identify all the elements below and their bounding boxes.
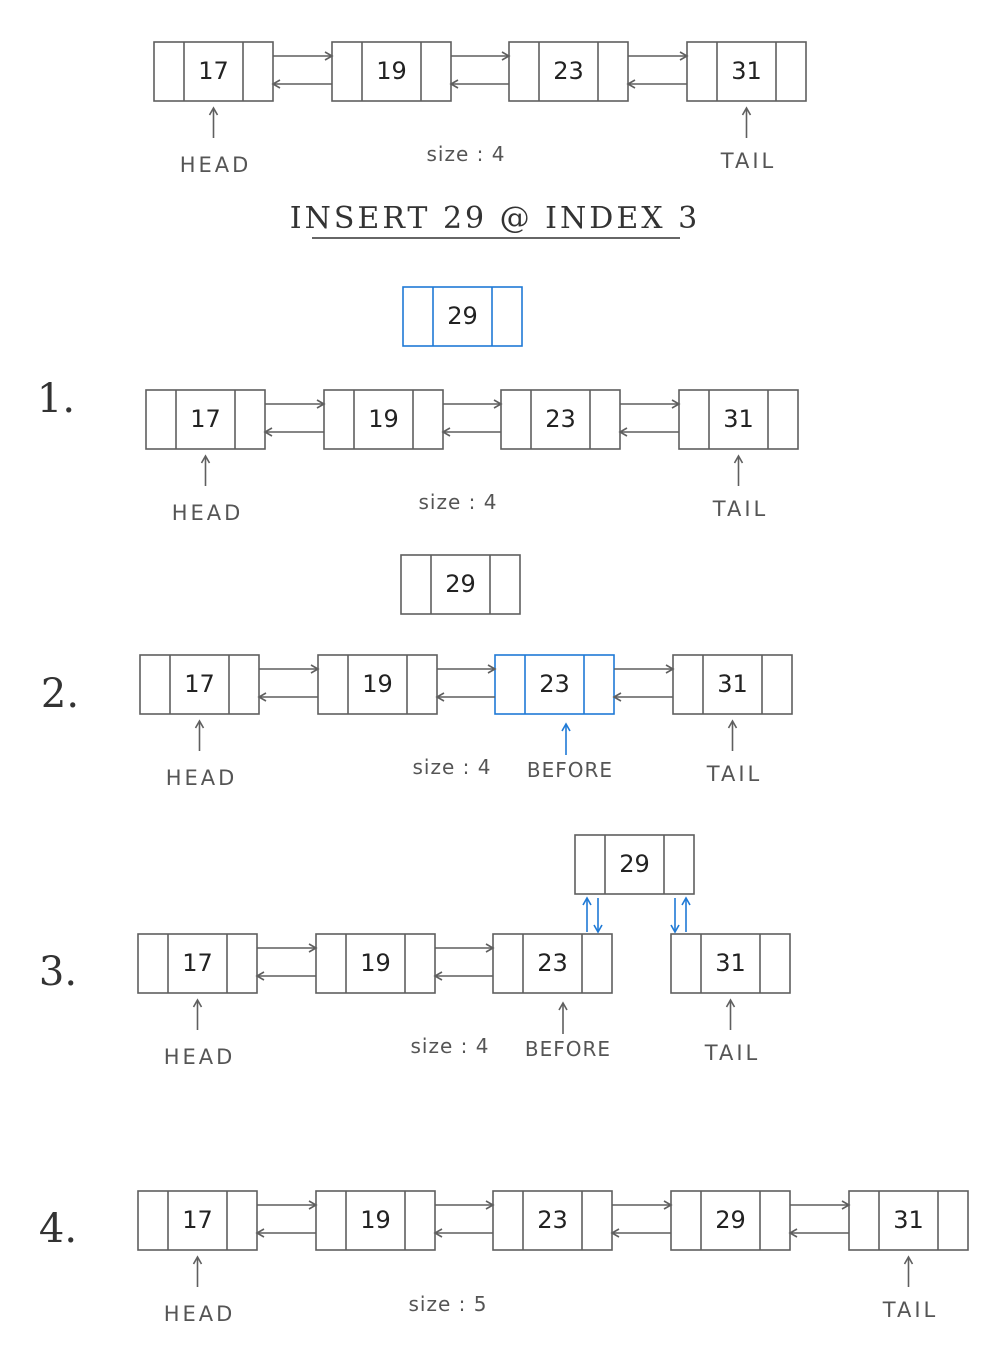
- node-value: 29: [445, 570, 476, 598]
- node-value: 17: [198, 57, 229, 85]
- head-label: HEAD: [164, 1302, 236, 1326]
- node-23: 23: [492, 933, 613, 994]
- step-4-label: 4.: [39, 1206, 77, 1252]
- node-value: 19: [360, 1206, 391, 1234]
- node-box: [672, 654, 793, 715]
- new-node-29: 29: [574, 834, 695, 895]
- tail-label: TAIL: [706, 762, 762, 786]
- node-box: [323, 389, 444, 450]
- node-19: 19: [317, 654, 438, 715]
- node-value: 29: [619, 850, 650, 878]
- node-23: 23: [500, 389, 621, 450]
- node-box: [153, 41, 274, 102]
- node-value: 29: [447, 302, 478, 330]
- new-node-29: 29: [402, 286, 523, 347]
- node-31: 31: [672, 654, 793, 715]
- node-box: [574, 834, 695, 895]
- node-box: [145, 389, 266, 450]
- node-box: [670, 1190, 791, 1251]
- node-value: 31: [723, 405, 754, 433]
- tail-label: TAIL: [704, 1041, 760, 1065]
- node-value: 23: [537, 1206, 568, 1234]
- node-box: [137, 933, 258, 994]
- node-value: 29: [715, 1206, 746, 1234]
- node-29: 29: [670, 1190, 791, 1251]
- node-box: [402, 286, 523, 347]
- step-2-label: 2.: [41, 671, 79, 717]
- node-box: [317, 654, 438, 715]
- node-box: [494, 654, 615, 715]
- node-value: 23: [537, 949, 568, 977]
- node-box: [315, 933, 436, 994]
- before-label: BEFORE: [527, 758, 613, 782]
- node-value: 17: [190, 405, 221, 433]
- node-19: 19: [331, 41, 452, 102]
- node-17: 17: [153, 41, 274, 102]
- node-value: 19: [368, 405, 399, 433]
- node-value: 31: [715, 949, 746, 977]
- node-17: 17: [137, 933, 258, 994]
- new-node-29: 29: [400, 554, 521, 615]
- tail-label: TAIL: [882, 1298, 938, 1322]
- node-31: 31: [848, 1190, 969, 1251]
- node-19: 19: [323, 389, 444, 450]
- node-17: 17: [139, 654, 260, 715]
- node-31: 31: [686, 41, 807, 102]
- node-box: [400, 554, 521, 615]
- node-box: [139, 654, 260, 715]
- node-31: 31: [670, 933, 791, 994]
- node-value: 23: [539, 670, 570, 698]
- node-value: 17: [182, 949, 213, 977]
- node-17: 17: [137, 1190, 258, 1251]
- diagram-title: INSERT 29 @ INDEX 3: [290, 201, 700, 236]
- node-value: 17: [182, 1206, 213, 1234]
- node-box: [137, 1190, 258, 1251]
- node-23: 23: [492, 1190, 613, 1251]
- node-19: 19: [315, 933, 436, 994]
- head-label: HEAD: [180, 153, 252, 177]
- node-value: 23: [553, 57, 584, 85]
- tail-label: TAIL: [720, 149, 776, 173]
- node-box: [315, 1190, 436, 1251]
- tail-label: TAIL: [712, 497, 768, 521]
- node-value: 31: [893, 1206, 924, 1234]
- size-label: size : 5: [409, 1292, 488, 1316]
- node-value: 19: [376, 57, 407, 85]
- step-1-label: 1.: [37, 376, 75, 422]
- node-value: 23: [545, 405, 576, 433]
- node-value: 19: [362, 670, 393, 698]
- node-box: [500, 389, 621, 450]
- node-box: [848, 1190, 969, 1251]
- size-label: size : 4: [419, 490, 498, 514]
- size-label: size : 4: [413, 755, 492, 779]
- node-17: 17: [145, 389, 266, 450]
- size-label: size : 4: [411, 1034, 490, 1058]
- before-label: BEFORE: [525, 1037, 611, 1061]
- node-23: 23: [508, 41, 629, 102]
- node-23: 23: [494, 654, 615, 715]
- node-value: 17: [184, 670, 215, 698]
- node-value: 31: [717, 670, 748, 698]
- node-box: [331, 41, 452, 102]
- node-value: 31: [731, 57, 762, 85]
- node-31: 31: [678, 389, 799, 450]
- size-label: size : 4: [427, 142, 506, 166]
- head-label: HEAD: [172, 501, 244, 525]
- node-box: [492, 933, 613, 994]
- step-3-label: 3.: [39, 949, 77, 995]
- node-box: [686, 41, 807, 102]
- node-19: 19: [315, 1190, 436, 1251]
- node-box: [670, 933, 791, 994]
- node-box: [492, 1190, 613, 1251]
- head-label: HEAD: [166, 766, 238, 790]
- head-label: HEAD: [164, 1045, 236, 1069]
- node-box: [678, 389, 799, 450]
- node-box: [508, 41, 629, 102]
- node-value: 19: [360, 949, 391, 977]
